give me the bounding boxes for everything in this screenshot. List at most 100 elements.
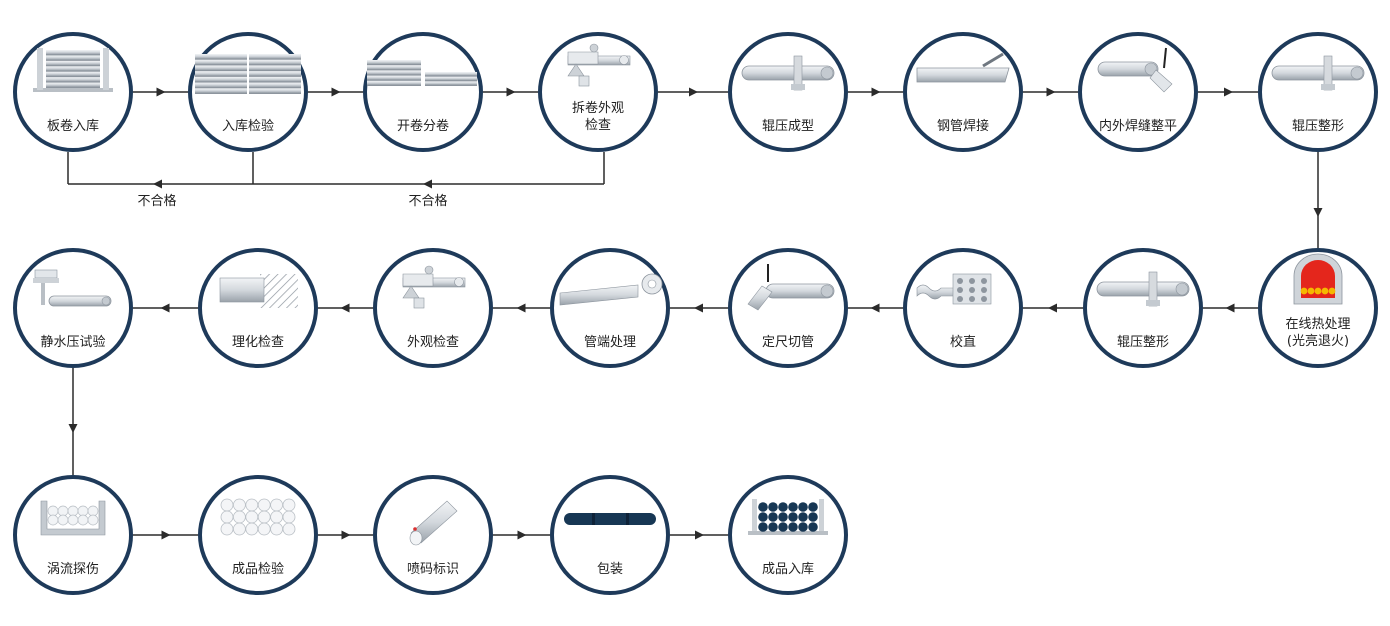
pipe-shape	[1097, 61, 1159, 77]
pipe-end	[778, 522, 788, 532]
pipe-end	[788, 512, 798, 522]
pipe-end	[1314, 287, 1322, 295]
pipe-end	[808, 512, 818, 522]
process-step-n21: 成品入库	[728, 475, 848, 595]
arrow-right-icon	[161, 530, 171, 540]
pipe-end	[768, 522, 778, 532]
pipe-shape	[48, 295, 112, 307]
arrow-right-icon	[1224, 87, 1233, 97]
step-label: 成品检验	[232, 561, 284, 577]
process-step-n7: 内外焊缝整平	[1078, 32, 1198, 152]
pipe-end	[798, 502, 808, 512]
step-label: 外观检查	[407, 335, 459, 350]
pipe-end	[758, 522, 768, 532]
packing-icon	[564, 513, 656, 525]
process-step-n19: 喷码标识	[373, 475, 493, 595]
pipe-shape	[1271, 65, 1365, 81]
arrow-right-icon	[341, 530, 351, 540]
mark-dot	[413, 527, 417, 531]
step-ring	[550, 475, 670, 595]
weld-leveling-icon	[1097, 47, 1173, 93]
step-label: 定尺切管	[762, 335, 814, 350]
pipe-end	[758, 512, 768, 522]
step-label: 静水压试验	[40, 334, 105, 350]
arrow-right-icon	[331, 87, 341, 97]
arrow-left-icon	[870, 303, 880, 313]
pipe-end	[257, 498, 271, 512]
arrow-right-icon	[1046, 87, 1056, 97]
step-label: 理化检查	[232, 335, 284, 350]
roll-shaping-icon	[1096, 271, 1190, 307]
process-step-n5: 辊压成型	[728, 32, 848, 152]
step-label: 入库检验	[222, 118, 274, 134]
pipe-end	[245, 510, 259, 524]
process-step-n4: 拆卷外观检查	[538, 32, 658, 152]
pipe-end	[220, 510, 234, 524]
process-step-n15: 理化检查	[198, 248, 318, 368]
step-ring	[1258, 248, 1378, 368]
pipe-end	[245, 522, 259, 536]
coil-storage-icon	[33, 48, 113, 92]
reject-label: 不合格	[408, 193, 447, 209]
pipe-end	[798, 512, 808, 522]
coil-inspection-icon	[195, 54, 301, 94]
step-ring	[550, 248, 670, 368]
product-storage-icon	[748, 499, 828, 535]
step-label: 成品入库	[762, 561, 814, 577]
pipe-shape	[559, 284, 639, 306]
process-step-n20: 包装	[550, 475, 670, 595]
cutting-icon	[747, 264, 835, 311]
process-step-n2: 入库检验	[188, 32, 308, 152]
arrow-left-icon	[153, 179, 162, 189]
roll-forming-icon	[741, 55, 835, 91]
pipe-end	[245, 498, 259, 512]
pipe-shape	[1096, 281, 1190, 297]
pipe-end	[232, 498, 246, 512]
connectors: 不合格 不合格	[67, 87, 1323, 540]
process-step-n3: 开卷分卷	[363, 32, 483, 152]
process-step-n13: 管端处理	[550, 248, 670, 368]
arrow-left-icon	[694, 303, 703, 313]
step-ring	[728, 32, 848, 152]
arrow-left-icon	[516, 303, 526, 313]
pipe-end	[282, 522, 296, 536]
pipe-end	[758, 502, 768, 512]
straightening-icon	[916, 273, 992, 305]
step-label-line: 在线热处理	[1285, 317, 1350, 332]
step-label: 包装	[597, 562, 623, 577]
step-label: 在线热处理(光亮退火)	[1285, 317, 1350, 349]
welding-torch	[982, 52, 1004, 68]
step-label: 钢管焊接	[937, 118, 989, 134]
pipe-end	[1307, 287, 1315, 295]
pipe-end	[778, 512, 788, 522]
reject-label: 不合格	[137, 193, 176, 209]
step-ring	[1083, 248, 1203, 368]
arrow-left-icon	[340, 303, 350, 313]
step-label: 拆卷外观检查	[572, 100, 624, 133]
step-label: 校直	[950, 334, 976, 350]
pipe-end	[220, 498, 234, 512]
visual-inspection-icon	[567, 43, 631, 87]
pipe-end	[808, 502, 818, 512]
pipe-end-icon	[559, 273, 663, 306]
step-label: 辊压整形	[1117, 335, 1169, 350]
arrow-left-icon	[160, 303, 170, 313]
pipe-end	[768, 502, 778, 512]
pipe-welding-icon	[916, 52, 1010, 83]
pipe-end	[1321, 287, 1329, 295]
pipe-end	[270, 522, 284, 536]
test-tank	[40, 500, 106, 536]
pipe-shape	[219, 277, 265, 303]
pipe-end	[788, 522, 798, 532]
process-step-n1: 板卷入库	[13, 32, 133, 152]
process-step-n9: 在线热处理(光亮退火)	[1258, 248, 1378, 368]
step-label: 内外焊缝整平	[1099, 118, 1177, 134]
process-step-n11: 校直	[903, 248, 1023, 368]
arrow-left-icon	[423, 179, 432, 189]
lab-test-icon	[219, 274, 298, 308]
step-label: 开卷分卷	[397, 118, 449, 134]
step-label-line: 检查	[585, 118, 611, 133]
hydro-test-icon	[33, 269, 112, 307]
step-ring	[1258, 32, 1378, 152]
